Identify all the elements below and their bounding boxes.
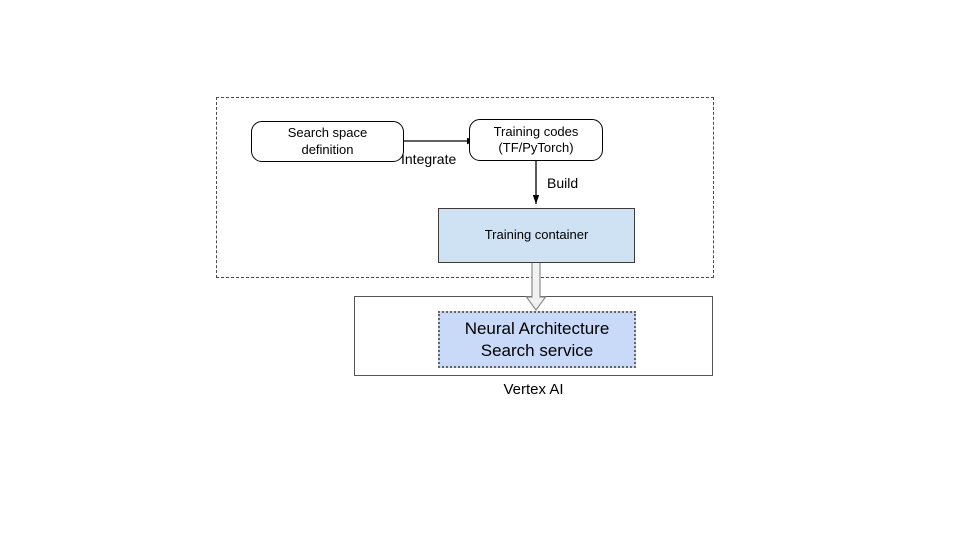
node-search-space-definition-label: Search space definition bbox=[287, 125, 368, 157]
node-training-codes[interactable]: Training codes (TF/PyTorch) bbox=[469, 119, 603, 161]
edge-label-build: Build bbox=[547, 175, 579, 191]
group-label-vertex-ai: Vertex AI bbox=[503, 381, 564, 398]
node-training-container-label: Training container bbox=[484, 227, 589, 243]
node-search-space-definition[interactable]: Search space definition bbox=[251, 121, 404, 162]
group-build-environment bbox=[216, 97, 714, 278]
edge-label-integrate: Integrate bbox=[401, 151, 457, 167]
node-neural-architecture-search-service-label: Neural Architecture Search service bbox=[464, 319, 610, 360]
node-neural-architecture-search-service[interactable]: Neural Architecture Search service bbox=[438, 311, 636, 368]
node-training-container[interactable]: Training container bbox=[438, 208, 635, 263]
node-training-codes-label: Training codes (TF/PyTorch) bbox=[493, 123, 579, 155]
